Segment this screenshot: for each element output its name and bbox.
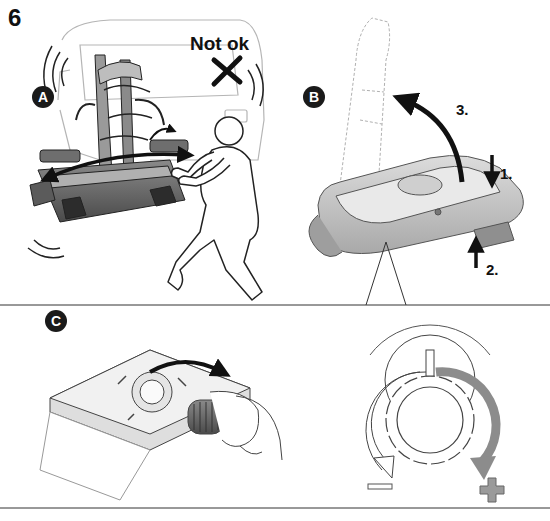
lever xyxy=(309,156,523,257)
panel-letter: B xyxy=(303,86,325,108)
dividers xyxy=(0,242,550,508)
arrow-3 xyxy=(404,100,462,182)
warning-label: Not ok xyxy=(190,34,249,53)
panel-letter: C xyxy=(45,310,67,332)
person xyxy=(168,117,262,300)
callout-number: 1. xyxy=(500,166,513,181)
rotate-arrow xyxy=(150,129,172,140)
lever-ghost xyxy=(340,18,390,190)
turn-arrow xyxy=(150,362,222,372)
panel-letter: A xyxy=(32,86,54,108)
panel-letter-text: A xyxy=(38,90,48,104)
bike-carrier xyxy=(30,55,188,222)
not-ok-cross xyxy=(214,58,240,84)
callout-number: 3. xyxy=(456,102,469,117)
panel-letter-text: B xyxy=(309,90,319,104)
minus-sign xyxy=(368,484,392,489)
callout-number: 2. xyxy=(486,262,499,277)
plus-sign xyxy=(480,478,504,502)
arrow-1 xyxy=(490,155,494,180)
step-number: 6 xyxy=(8,6,21,30)
motion-arrow xyxy=(48,154,186,178)
car xyxy=(58,20,264,160)
knob-unit xyxy=(40,350,282,500)
dial xyxy=(366,325,496,480)
panel-letter-text: C xyxy=(51,314,61,328)
arrow-2 xyxy=(474,244,478,268)
